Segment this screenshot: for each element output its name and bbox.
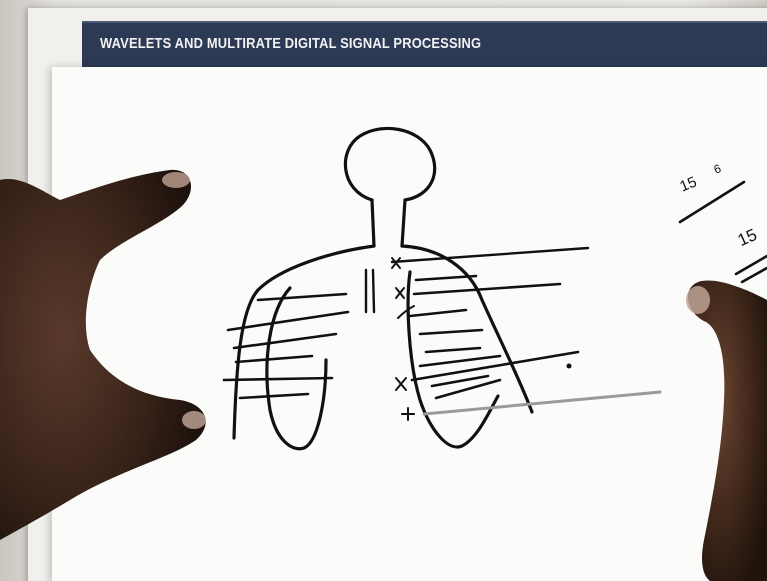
left-finger-nail xyxy=(182,411,206,429)
left-hand-shape xyxy=(0,170,206,540)
right-thumb-nail xyxy=(686,286,710,314)
right-hand-shape xyxy=(688,281,767,581)
left-thumb-nail xyxy=(162,172,190,188)
